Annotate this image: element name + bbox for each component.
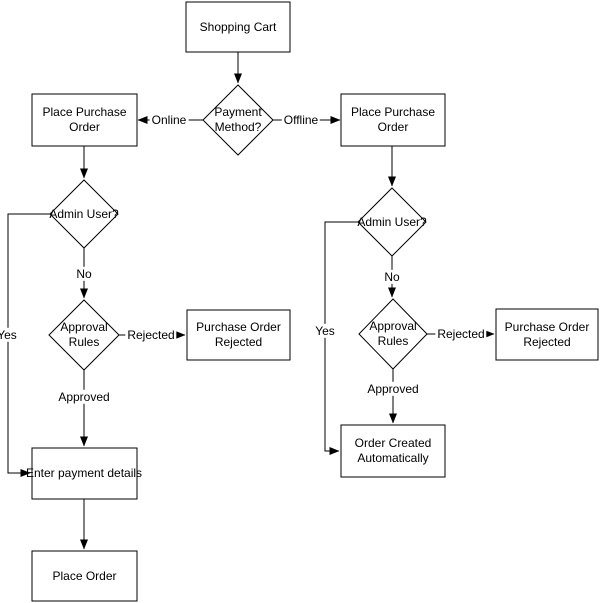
node-shape-place-order [31,550,138,602]
node-shape-shopping-cart [185,1,291,53]
edge-admin-left-yes-to-enter-payment [7,213,50,477]
node-shape-po-rejected-left [186,309,291,361]
node-shape-approval-rules-left [48,299,120,371]
node-shape-place-po-right [340,93,446,147]
node-shape-order-created [340,424,446,478]
node-shape-po-rejected-right [495,308,599,361]
node-shape-admin-user-left [49,179,119,249]
node-shape-admin-user-right [357,187,427,257]
node-shape-approval-rules-right [358,298,428,370]
node-shape-place-po-left [31,93,138,147]
edge-admin-right-yes-to-order-created [324,221,358,455]
node-shape-payment-method [202,84,274,156]
node-shape-enter-payment-details [31,447,138,500]
